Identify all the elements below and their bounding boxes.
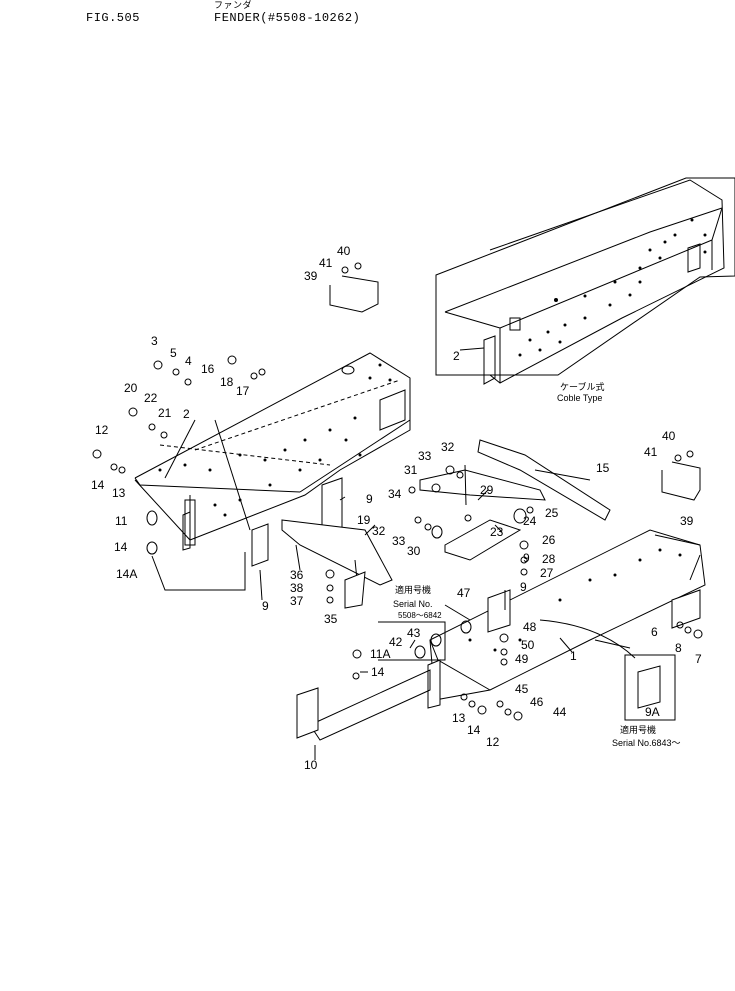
callout-21: 21 [158, 406, 172, 420]
handle-39-right [661, 450, 701, 501]
callout-41-right: 41 [644, 445, 658, 459]
callout-28: 28 [542, 552, 556, 566]
fasteners [92, 355, 703, 721]
callout-32-lower: 32 [372, 524, 386, 538]
callout-39-top: 39 [304, 269, 318, 283]
callout-33-upper: 33 [418, 449, 432, 463]
callout-14-mid: 14 [114, 540, 128, 554]
callout-22: 22 [144, 391, 158, 405]
frame-15 [419, 439, 611, 521]
cable-type-kana: ケーブル式 [560, 381, 604, 392]
rear-fender-assembly [134, 352, 411, 551]
serial-note-2-label: Serial No.6843～ [612, 738, 681, 748]
callout-2-inset: 2 [453, 349, 460, 363]
cable-type-label: Coble Type [557, 393, 602, 403]
callout-9-right: 9 [520, 580, 527, 594]
callout-9A: 9A [645, 705, 660, 719]
callout-46: 46 [530, 695, 544, 709]
callout-50: 50 [521, 638, 535, 652]
callout-4: 4 [185, 354, 192, 368]
detail-9A [539, 619, 676, 721]
serial-note-1-label: Serial No. [393, 599, 433, 609]
callout-14-center: 14 [371, 665, 385, 679]
callout-49: 49 [515, 652, 529, 666]
callout-10: 10 [304, 758, 318, 772]
callout-12-left: 12 [95, 423, 109, 437]
callout-32-upper: 32 [441, 440, 455, 454]
serial-note-bracket [378, 621, 446, 661]
handle-39-top [329, 262, 379, 313]
callout-36: 36 [290, 568, 304, 582]
callout-18: 18 [220, 375, 234, 389]
callout-14-lower: 14 [467, 723, 481, 737]
callout-39-right: 39 [680, 514, 694, 528]
callout-11A: 11A [370, 647, 390, 661]
callout-14A: 14A [116, 567, 137, 581]
callout-15: 15 [596, 461, 610, 475]
callout-25: 25 [545, 506, 559, 520]
callout-16: 16 [201, 362, 215, 376]
cable-type-inset [435, 177, 735, 385]
fender-10 [296, 669, 431, 741]
callout-23: 23 [490, 525, 504, 539]
callout-17: 17 [236, 384, 250, 398]
callout-30: 30 [407, 544, 421, 558]
title-kana: ファンダ [214, 1, 253, 11]
figure-number: FIG.505 [86, 11, 140, 25]
callout-26: 26 [542, 533, 556, 547]
callout-48: 48 [523, 620, 537, 634]
figure-title: FENDER(#5508-10262) [214, 11, 361, 25]
callout-33-lower: 33 [392, 534, 406, 548]
callout-29: 29 [480, 483, 494, 497]
callout-40-top: 40 [337, 244, 351, 258]
callout-19: 19 [357, 513, 371, 527]
callout-40-right: 40 [662, 429, 676, 443]
callout-9-left: 9 [262, 599, 269, 613]
callout-14-left: 14 [91, 478, 105, 492]
callout-27: 27 [540, 566, 554, 580]
callout-43: 43 [407, 626, 421, 640]
leader-lines [151, 419, 591, 760]
serial-note-1-kanji: 適用号機 [395, 584, 431, 595]
callout-34: 34 [388, 487, 402, 501]
callout-31: 31 [404, 463, 418, 477]
callout-2-main: 2 [183, 407, 190, 421]
callout-8: 8 [675, 641, 682, 655]
callout-38: 38 [290, 581, 304, 595]
callout-24: 24 [523, 514, 537, 528]
callout-47: 47 [457, 586, 471, 600]
callout-3: 3 [151, 334, 158, 348]
callout-13-lower: 13 [452, 711, 466, 725]
callout-7: 7 [695, 652, 702, 666]
callout-42: 42 [389, 635, 403, 649]
callout-13-left: 13 [112, 486, 126, 500]
callout-1: 1 [570, 649, 577, 663]
callout-9-center: 9 [366, 492, 373, 506]
callout-37: 37 [290, 594, 304, 608]
callout-44: 44 [553, 705, 567, 719]
callout-41-top: 41 [319, 256, 333, 270]
callout-6: 6 [651, 625, 658, 639]
serial-note-1-range: 5508～6842 [398, 611, 442, 620]
callout-5: 5 [170, 346, 177, 360]
callout-12-lower: 12 [486, 735, 500, 749]
callout-11: 11 [115, 514, 128, 528]
callout-35: 35 [324, 612, 338, 626]
bracket-23 [444, 519, 522, 561]
callout-9-fender: 9 [523, 551, 530, 565]
bracket-9-left [251, 523, 269, 567]
serial-note-2-kanji: 適用号機 [620, 724, 656, 735]
cross-member-19 [281, 519, 393, 609]
callout-45: 45 [515, 682, 529, 696]
callout-20: 20 [124, 381, 138, 395]
